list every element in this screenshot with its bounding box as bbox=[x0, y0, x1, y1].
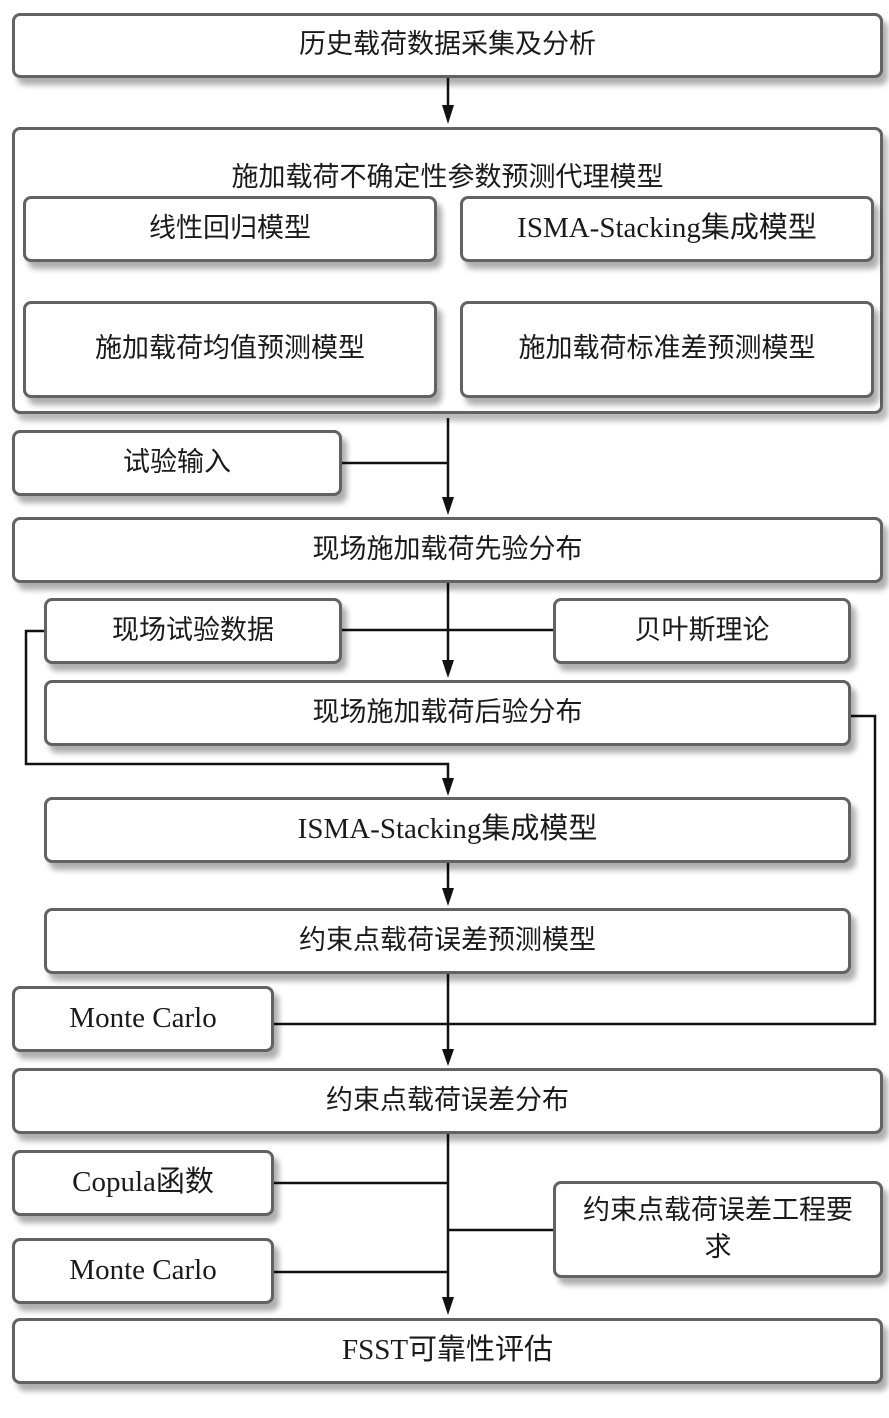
node-label: 约束点载荷误差工程要求 bbox=[583, 1195, 853, 1263]
node-bayes: 贝叶斯理论 bbox=[553, 598, 851, 664]
node-label: 现场试验数据 bbox=[112, 614, 274, 646]
node-mean-model: 施加载荷均值预测模型 bbox=[23, 301, 437, 398]
node-label: Monte Carlo bbox=[69, 1002, 217, 1035]
node-eng-req: 约束点载荷误差工程要求 bbox=[553, 1181, 883, 1278]
node-label: 施加载荷标准差预测模型 bbox=[518, 333, 816, 365]
node-label: 施加载荷均值预测模型 bbox=[95, 333, 365, 365]
node-monte-carlo-1: Monte Carlo bbox=[12, 986, 274, 1052]
edge-posterior-errordist bbox=[272, 714, 877, 1026]
node-label: Monte Carlo bbox=[69, 1254, 217, 1287]
node-label: 约束点载荷误差分布 bbox=[326, 1084, 569, 1116]
arrowhead bbox=[442, 497, 454, 515]
node-linear-regression: 线性回归模型 bbox=[23, 196, 437, 262]
node-label: 贝叶斯理论 bbox=[634, 614, 770, 646]
node-copula: Copula函数 bbox=[12, 1150, 274, 1216]
arrowhead bbox=[442, 660, 454, 678]
node-label: ISMA-Stacking集成模型 bbox=[517, 212, 817, 245]
node-isma-stacking-top: ISMA-Stacking集成模型 bbox=[460, 196, 874, 262]
node-test-input: 试验输入 bbox=[12, 430, 342, 496]
node-monte-carlo-2: Monte Carlo bbox=[12, 1238, 274, 1304]
arrowhead bbox=[442, 778, 454, 796]
node-label: 约束点载荷误差预测模型 bbox=[299, 924, 596, 956]
node-isma-stacking: ISMA-Stacking集成模型 bbox=[44, 797, 851, 863]
node-std-model: 施加载荷标准差预测模型 bbox=[460, 301, 874, 398]
node-error-dist: 约束点载荷误差分布 bbox=[12, 1068, 883, 1134]
node-posterior: 现场施加载荷后验分布 bbox=[44, 680, 851, 746]
node-field-data: 现场试验数据 bbox=[44, 598, 342, 664]
arrowhead bbox=[442, 888, 454, 906]
node-error-model: 约束点载荷误差预测模型 bbox=[44, 908, 851, 974]
arrowhead bbox=[442, 105, 454, 124]
node-label: ISMA-Stacking集成模型 bbox=[297, 813, 598, 846]
arrowhead bbox=[442, 1049, 454, 1066]
node-label: 现场施加载荷后验分布 bbox=[312, 696, 583, 728]
node-label: Copula函数 bbox=[72, 1166, 214, 1199]
node-label: 现场施加载荷先验分布 bbox=[312, 533, 583, 565]
node-label: FSST可靠性评估 bbox=[341, 1334, 554, 1367]
node-label: 试验输入 bbox=[123, 446, 231, 478]
node-label: 施加载荷不确定性参数预测代理模型 bbox=[231, 162, 664, 193]
node-label: 线性回归模型 bbox=[149, 212, 311, 244]
arrowhead bbox=[442, 1297, 454, 1315]
node-prior: 现场施加载荷先验分布 bbox=[12, 517, 883, 583]
node-fsst: FSST可靠性评估 bbox=[12, 1318, 883, 1384]
node-history: 历史载荷数据采集及分析 bbox=[12, 13, 883, 78]
node-label: 历史载荷数据采集及分析 bbox=[299, 29, 596, 61]
